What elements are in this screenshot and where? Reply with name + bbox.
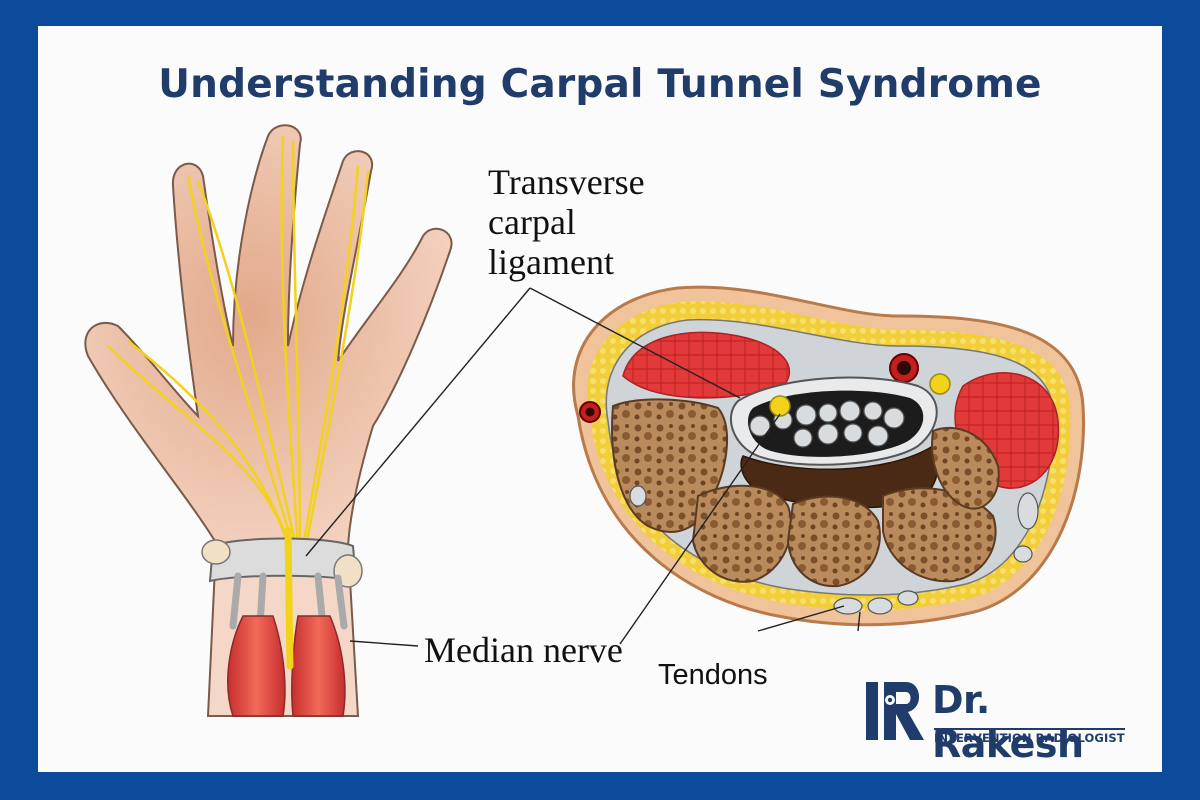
median-leader-hand	[349, 640, 419, 647]
label-ligament-line-3: ligament	[488, 242, 614, 282]
carpal-bone-hamate	[931, 426, 1000, 510]
anatomy-illustration	[84, 124, 1086, 717]
label-median-nerve: Median nerve	[424, 630, 623, 670]
wrist-cross-section	[572, 285, 1086, 627]
palm	[84, 124, 453, 547]
tendons-leader-2	[857, 611, 861, 632]
label-ligament-line-2: carpal	[488, 202, 576, 242]
thenar-muscle	[622, 331, 791, 399]
median-nerve-branches	[107, 135, 370, 547]
forearm-muscle-left	[227, 615, 286, 717]
forearm-muscle-right	[291, 615, 346, 717]
hand-illustration	[84, 124, 453, 717]
median-nerve-cross	[769, 395, 791, 417]
brand-monogram-icon	[866, 682, 924, 740]
brand-subtitle: INTERVENTION RADIOLOGIST	[934, 728, 1125, 745]
ligament-leader-hand	[305, 287, 531, 557]
diagram-frame: Understanding Carpal Tunnel Syndrome	[38, 26, 1162, 772]
leader-lines	[305, 287, 861, 647]
wrist-tendons	[229, 572, 348, 630]
extensor-tendons	[629, 485, 1039, 615]
carpal-bone-left	[201, 539, 231, 565]
carpal-bone-4	[882, 487, 997, 583]
median-leader-section	[619, 413, 781, 645]
label-transverse-carpal-ligament: Transverse carpal ligament	[488, 162, 645, 282]
brand-name: Dr. Rakesh	[932, 678, 1084, 766]
tendons-leader-1	[757, 605, 845, 632]
ligament-leader-section	[529, 287, 741, 399]
median-nerve-trunk	[284, 527, 294, 670]
carpal-bone-2	[691, 484, 793, 583]
label-tendons: Tendons	[658, 659, 768, 691]
ulnar-nerve	[929, 373, 951, 395]
brand-logo: Dr. Rakesh INTERVENTION RADIOLOGIST	[862, 678, 1142, 766]
label-ligament-line-1: Transverse	[488, 162, 645, 202]
carpal-bone-3	[786, 495, 881, 588]
diagram-title: Understanding Carpal Tunnel Syndrome	[158, 62, 1042, 107]
